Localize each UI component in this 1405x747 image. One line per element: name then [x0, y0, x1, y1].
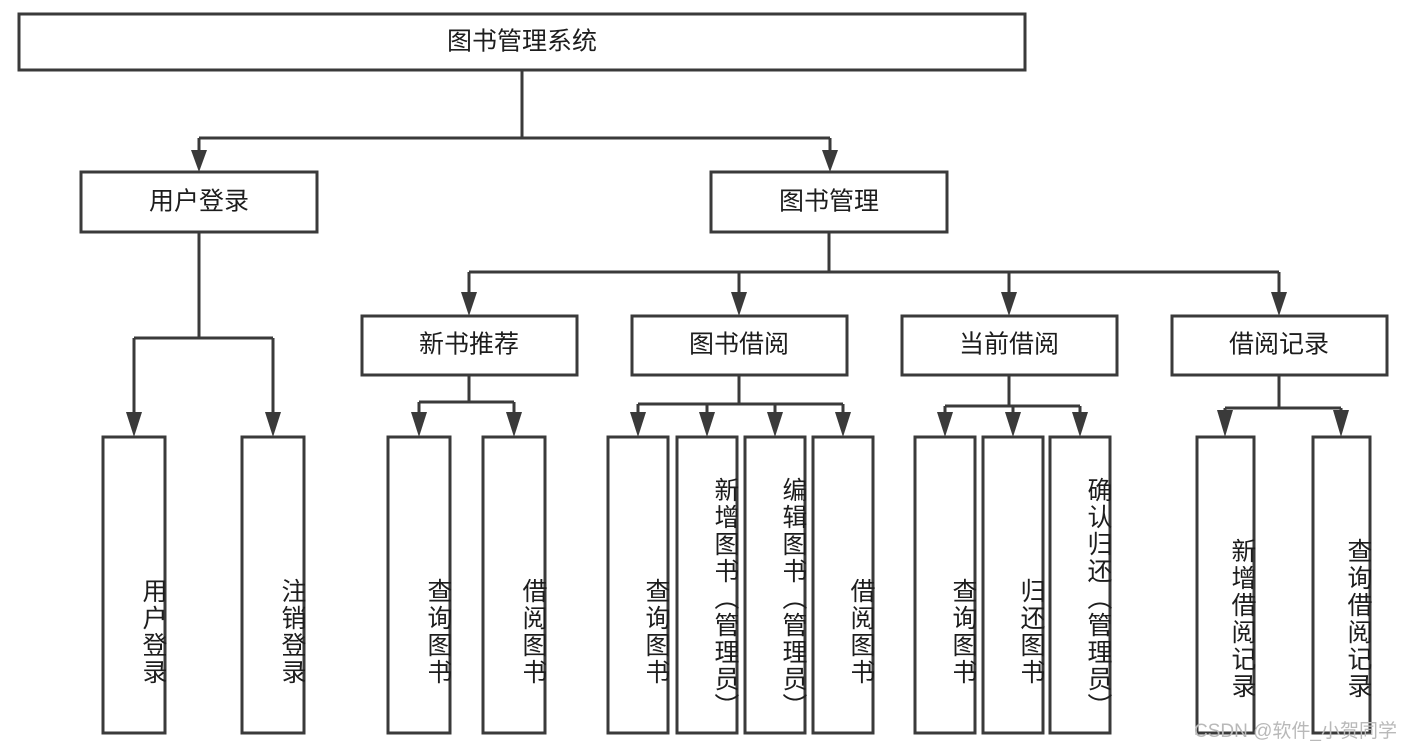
node-user-login-label: 用户登录 — [149, 188, 249, 216]
node-current-borrow-label: 当前借阅 — [959, 331, 1059, 359]
leaf-query-book-borrow-box[interactable] — [606, 435, 670, 735]
arrow-head-user-login — [191, 150, 207, 172]
node-book-management-label: 图书管理 — [779, 188, 879, 216]
node-book-management[interactable]: 图书管理 — [709, 170, 949, 234]
arrow-head-book-management — [822, 150, 838, 172]
arrow-head-leaf-confirm-return — [1072, 412, 1088, 437]
arrow-head-leaf-add-book — [699, 412, 715, 437]
leaf-borrow-book-box[interactable] — [811, 435, 875, 735]
arrow-head-leaf-logout — [265, 412, 281, 437]
arrow-head-new-book-recommend — [461, 292, 477, 316]
node-user-login-box[interactable] — [79, 170, 319, 234]
node-user-login[interactable]: 用户登录 — [79, 170, 319, 234]
node-new-book-recommend[interactable]: 新书推荐 — [360, 314, 579, 377]
leaf-return-book-box[interactable] — [981, 435, 1045, 735]
node-root-box[interactable] — [17, 12, 1027, 72]
node-new-book-recommend-box[interactable] — [360, 314, 579, 377]
leaf-edit-book-box[interactable] — [743, 435, 807, 735]
node-borrow-record[interactable]: 借阅记录 — [1170, 314, 1389, 377]
leaf-add-book-box[interactable] — [675, 435, 739, 735]
node-book-borrow-box[interactable] — [630, 314, 849, 377]
node-current-borrow-box[interactable] — [900, 314, 1119, 377]
arrow-head-leaf-borrow-book — [835, 412, 851, 437]
node-book-borrow[interactable]: 图书借阅 — [630, 314, 849, 377]
node-borrow-record-box[interactable] — [1170, 314, 1389, 377]
node-new-book-recommend-label: 新书推荐 — [419, 331, 519, 359]
connector-layer — [126, 70, 1349, 437]
leaf-query-book-recommend-box[interactable] — [386, 435, 452, 735]
node-root-label: 图书管理系统 — [447, 28, 597, 56]
leaf-query-book-current-box[interactable] — [913, 435, 977, 735]
leaf-confirm-return-box[interactable] — [1048, 435, 1112, 735]
node-current-borrow[interactable]: 当前借阅 — [900, 314, 1119, 377]
leaf-box-layer — [101, 435, 1372, 735]
leaf-query-borrow-record-box[interactable] — [1311, 435, 1372, 735]
node-root[interactable]: 图书管理系统 — [17, 12, 1027, 72]
arrow-head-leaf-user-login — [126, 412, 142, 437]
node-book-borrow-label: 图书借阅 — [689, 331, 789, 359]
node-book-management-box[interactable] — [709, 170, 949, 234]
arrow-head-leaf-query-book-recommend — [411, 412, 427, 437]
arrow-head-leaf-query-book-borrow — [630, 412, 646, 437]
node-borrow-record-label: 借阅记录 — [1229, 331, 1329, 359]
arrow-head-current-borrow — [1001, 292, 1017, 316]
arrow-head-leaf-add-borrow-record — [1217, 410, 1233, 437]
leaf-add-borrow-record-box[interactable] — [1195, 435, 1256, 735]
arrow-head-leaf-borrow-book-recommend — [506, 412, 522, 437]
leaf-logout-box[interactable] — [240, 435, 306, 735]
arrow-head-leaf-query-book-current — [937, 412, 953, 437]
arrow-head-leaf-return-book — [1005, 412, 1021, 437]
leaf-user-login-box[interactable] — [101, 435, 167, 735]
arrow-head-borrow-record — [1271, 292, 1287, 316]
leaf-borrow-book-recommend-box[interactable] — [481, 435, 547, 735]
arrow-head-leaf-edit-book — [767, 412, 783, 437]
watermark-text: CSDN @软件_小贺同学 — [1194, 721, 1397, 742]
arrow-head-leaf-query-borrow-record — [1333, 410, 1349, 437]
arrow-head-book-borrow — [731, 292, 747, 316]
